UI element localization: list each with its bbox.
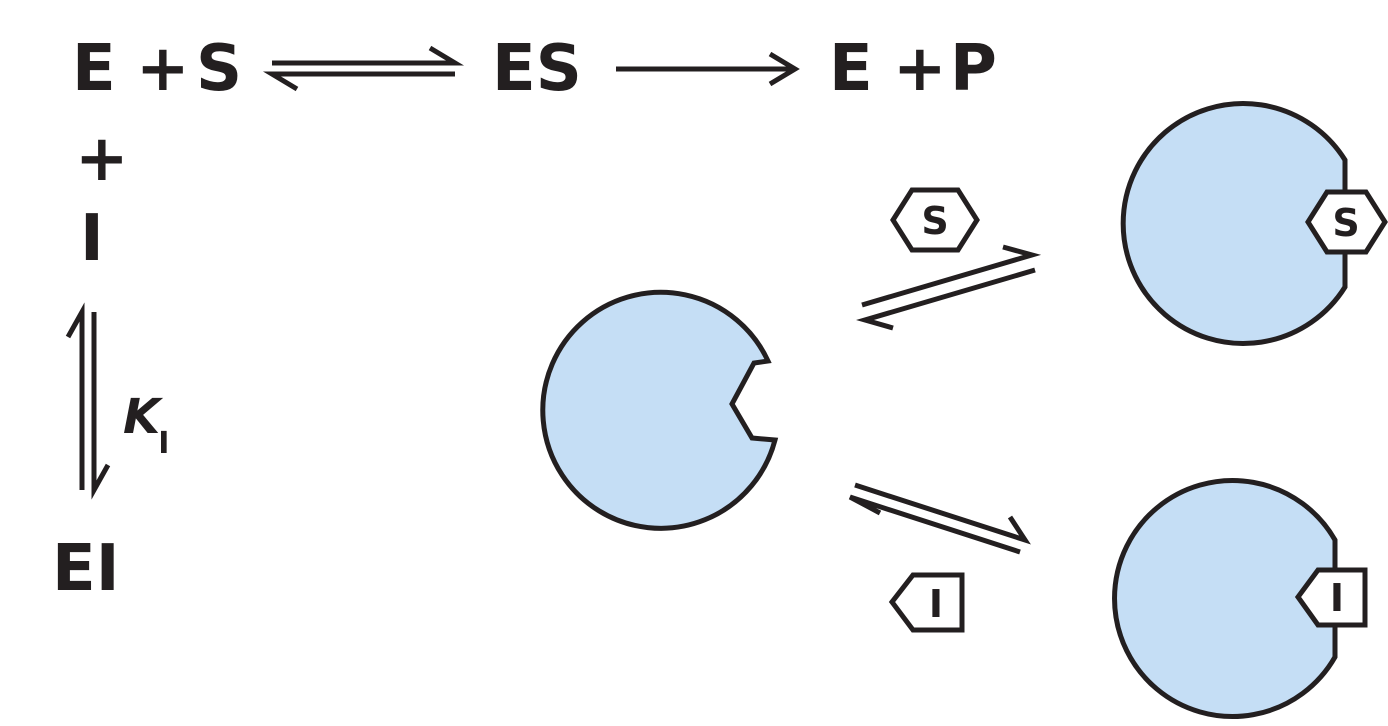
equilibrium-arrow-1: [262, 45, 465, 92]
substrate-binding-arrows: [856, 244, 1042, 331]
reaction-scheme: E + S ES E + P + I KI EI: [52, 32, 997, 606]
enzyme-inhibitor-complex: [1112, 478, 1338, 719]
svg-text:S: S: [1332, 201, 1359, 245]
enzyme-E-product-label: E: [829, 32, 873, 106]
forward-arrow: [616, 51, 800, 87]
equilibrium-arrow-vertical: [65, 302, 111, 500]
svg-text:I: I: [929, 582, 943, 626]
enzyme-substrate-complex: [1120, 101, 1348, 346]
enzyme-E-label: E: [72, 32, 116, 106]
inhibitor-binding-arrows: [848, 482, 1031, 555]
bound-inhibitor: I: [1294, 567, 1368, 628]
svg-text:I: I: [1330, 576, 1344, 620]
plus-sign-vertical: +: [75, 122, 129, 196]
enzyme-inhibitor-complex-label: EI: [52, 532, 120, 606]
free-inhibitor: I: [888, 572, 965, 633]
svg-text:S: S: [921, 199, 948, 243]
inhibitor-I-label: I: [80, 202, 104, 276]
enzyme-cartoon: S S I I: [540, 101, 1388, 719]
bound-substrate: S: [1305, 189, 1388, 255]
product-P-label: P: [950, 32, 997, 106]
free-substrate: S: [890, 187, 980, 253]
plus-sign-2: +: [893, 32, 947, 106]
inhibition-constant-label: KI: [123, 389, 169, 461]
plus-sign: +: [136, 32, 190, 106]
free-enzyme: [540, 289, 779, 531]
enzyme-substrate-complex-label: ES: [492, 32, 582, 106]
substrate-S-label: S: [196, 32, 242, 106]
